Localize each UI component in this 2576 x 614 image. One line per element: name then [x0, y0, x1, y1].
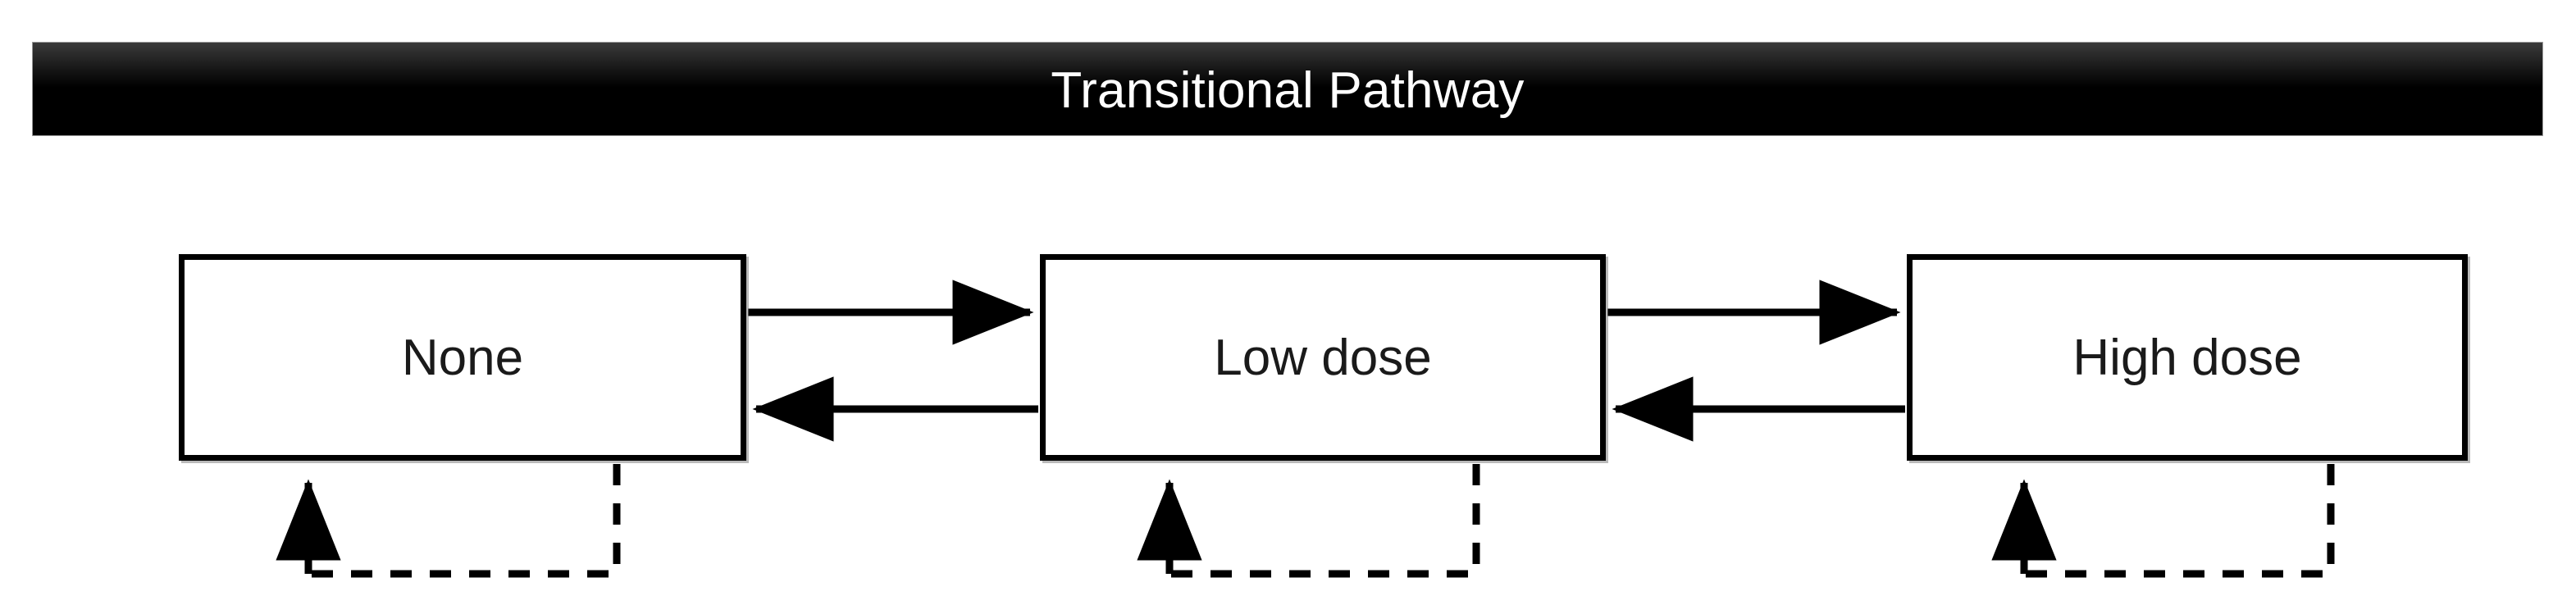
edge-high-self-loop-path	[2024, 464, 2335, 578]
page-title: Transitional Pathway	[1051, 61, 1525, 119]
state-label-none: None	[401, 330, 524, 386]
state-label-high-dose: High dose	[2072, 330, 2302, 386]
title-banner: Transitional Pathway	[33, 43, 2542, 135]
edge-low-self-loop-path	[1169, 464, 1480, 578]
state-node-high-dose[interactable]: High dose	[1907, 254, 2468, 461]
state-node-low-dose[interactable]: Low dose	[1040, 254, 1606, 461]
state-label-low-dose: Low dose	[1214, 330, 1432, 386]
edge-none-self-loop-path	[308, 464, 621, 578]
state-node-none[interactable]: None	[179, 254, 746, 461]
